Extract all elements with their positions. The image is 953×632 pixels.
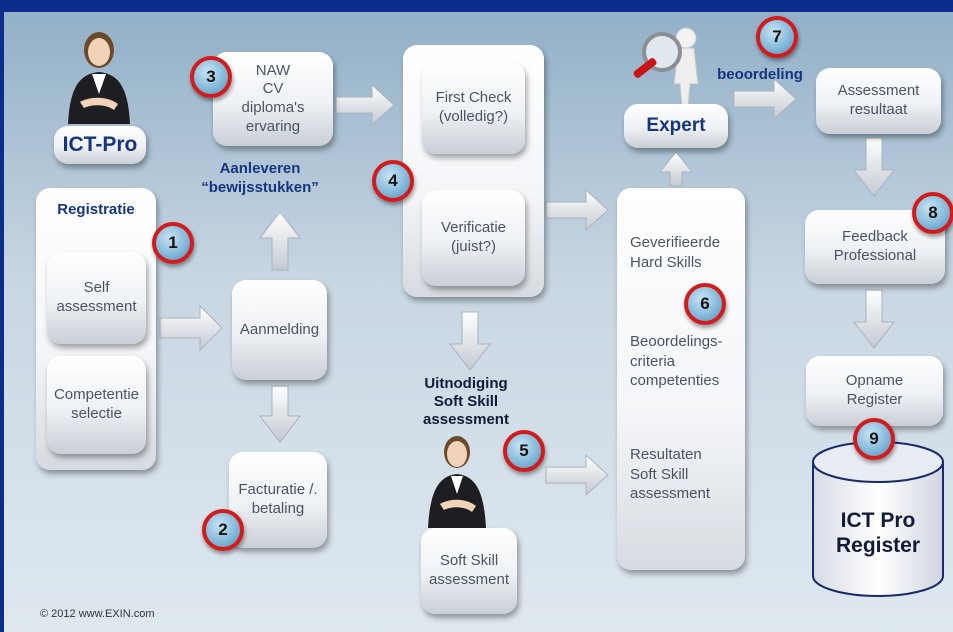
aanmelding-label: Aanmelding (239, 320, 320, 338)
resultaten-label: Resultaten Soft Skill assessment (630, 446, 711, 502)
feedback-label: Feedback Professional (833, 228, 917, 264)
beoordeling-label: beoordeling (717, 66, 803, 83)
facturatie-box: Facturatie /. betaling (229, 452, 327, 548)
results-column (617, 188, 745, 570)
arrow-icon (258, 385, 302, 443)
arrow-icon (335, 83, 395, 127)
facturatie-label: Facturatie /. betaling (238, 481, 318, 517)
uitnodiging-label: Uitnodiging Soft Skill assessment (423, 375, 509, 428)
step-badge-3: 3 (190, 56, 232, 98)
naw-label: NAW CV diploma's ervaring (241, 61, 305, 135)
arrow-icon (658, 151, 694, 187)
step-badge-5: 5 (503, 430, 545, 472)
assessment-resultaat-label: Assessment resultaat (837, 82, 920, 118)
soft-skill-assessment-box: Soft Skill assessment (421, 528, 517, 614)
assessment-resultaat-box: Assessment resultaat (816, 68, 941, 134)
self-assessment-box: Self assessment (47, 252, 146, 344)
magnifier-expert-icon (633, 27, 699, 109)
opname-label: Opname Register (845, 372, 904, 408)
aanleveren-label: Aanleveren “bewijsstukken” (201, 160, 319, 196)
arrow-icon (159, 304, 223, 352)
expert-label: Expert (646, 115, 706, 137)
ict-pro-box: ICT-Pro (54, 126, 146, 164)
step-badge-4: 4 (372, 160, 414, 202)
arrow-icon (852, 137, 896, 197)
soft-skill-assessment-label: Soft Skill assessment (428, 552, 510, 588)
database-cylinder-icon (812, 441, 944, 597)
ict-pro-label: ICT-Pro (62, 132, 138, 156)
arrow-icon (258, 211, 302, 271)
first-check-box: First Check (volledig?) (422, 62, 525, 154)
step-badge-9: 9 (853, 418, 895, 460)
copyright-text: © 2012 www.EXIN.com (40, 608, 155, 620)
arrow-icon (545, 188, 609, 232)
arrow-icon (852, 289, 896, 349)
arrow-icon (733, 77, 797, 121)
verificatie-box: Verificatie (juist?) (422, 190, 525, 286)
step-badge-2: 2 (202, 509, 244, 551)
title-bar (0, 0, 953, 12)
self-assessment-label: Self assessment (56, 279, 137, 315)
step-badge-8: 8 (912, 192, 953, 234)
arrow-icon (448, 311, 492, 371)
arrow-icon (545, 453, 609, 497)
expert-box: Expert (624, 104, 728, 148)
competentie-selectie-box: Competentie selectie (47, 356, 146, 454)
step-badge-6: 6 (684, 283, 726, 325)
step-badge-1: 1 (152, 222, 194, 264)
verificatie-label: Verificatie (juist?) (440, 219, 507, 255)
person-icon (68, 32, 130, 124)
ict-pro-register-label: ICT Pro Register (835, 509, 921, 558)
naw-box: NAW CV diploma's ervaring (213, 52, 333, 146)
first-check-label: First Check (volledig?) (435, 89, 512, 125)
left-border (0, 0, 4, 632)
aanmelding-box: Aanmelding (232, 280, 327, 380)
beoordelingscriteria-label: Beoordelings- criteria competenties (630, 333, 723, 389)
registratie-label: Registratie (57, 201, 135, 218)
opname-box: Opname Register (806, 356, 943, 426)
person-icon (428, 436, 486, 528)
step-badge-7: 7 (756, 16, 798, 58)
competentie-selectie-label: Competentie selectie (53, 386, 140, 422)
geverifieerde-label: Geverifieerde Hard Skills (630, 234, 721, 271)
